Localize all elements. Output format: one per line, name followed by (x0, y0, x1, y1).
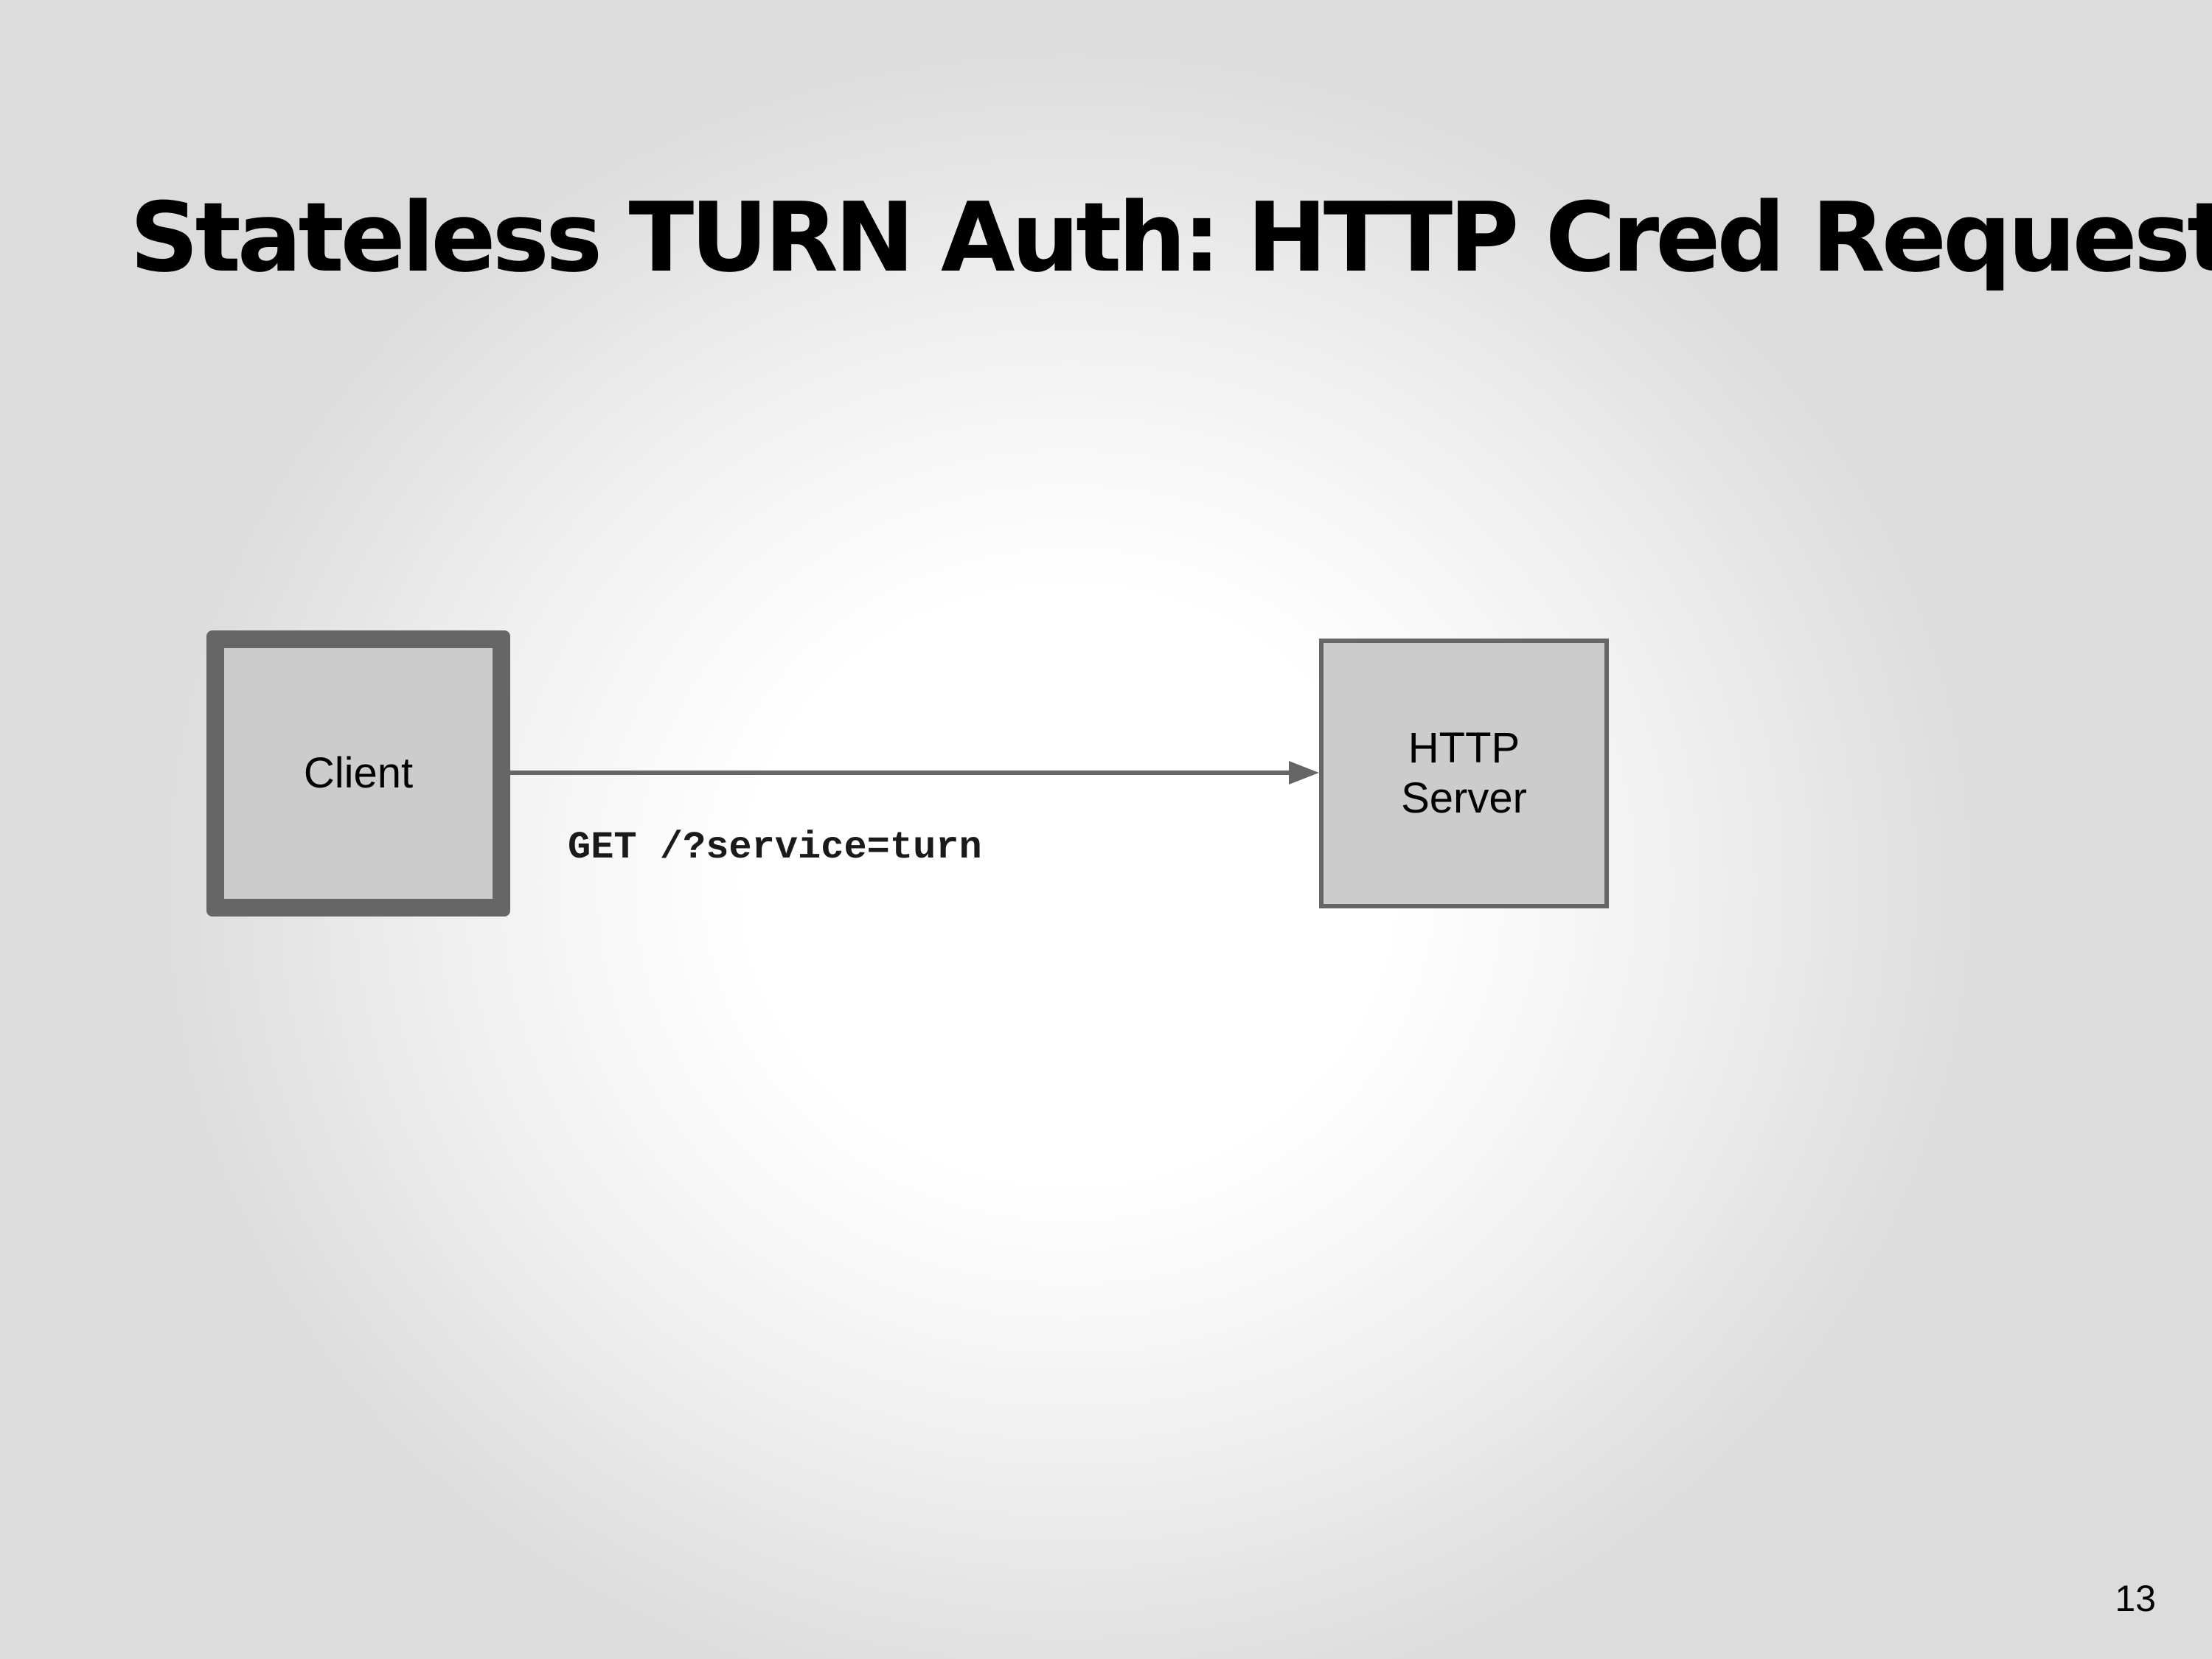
http-server-node: HTTP Server (1319, 639, 1609, 908)
page-number: 13 (2115, 1578, 2156, 1619)
client-node: Client (206, 630, 510, 917)
client-label: Client (303, 749, 414, 797)
http-server-label: HTTP Server (1401, 724, 1527, 822)
slide-title: Stateless TURN Auth: HTTP Cred Request (130, 181, 2212, 293)
request-label: GET /?service=turn (568, 826, 982, 869)
arrowhead-icon (1289, 761, 1319, 785)
